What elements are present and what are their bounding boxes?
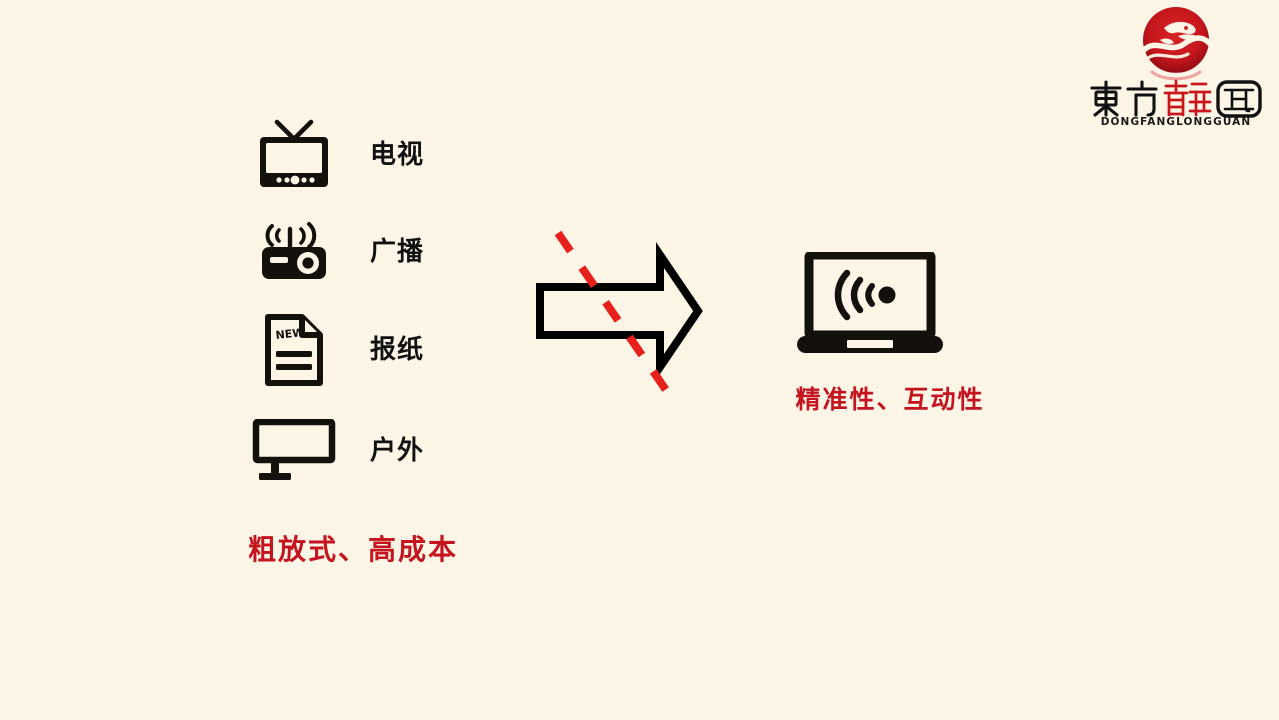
media-label-radio: 广播 <box>370 237 425 267</box>
radio-broadcast-icon <box>248 209 340 295</box>
dragon-circle-emblem-icon <box>1138 7 1214 81</box>
logo-pinyin-text: DONGFANGLONGGUAN <box>1100 116 1252 128</box>
right-arrow-outline-icon <box>536 241 703 381</box>
newspaper-icon: NEW <box>248 307 340 393</box>
digital-media-group: 精准性、互动性 <box>795 252 985 427</box>
media-label-television: 电视 <box>370 140 425 170</box>
newspaper-badge-text: NEW <box>275 326 305 342</box>
media-label-newspaper: 报纸 <box>370 335 425 365</box>
media-item-radio[interactable]: 广播 <box>248 209 488 295</box>
media-item-newspaper[interactable]: NEW 报纸 <box>248 307 488 393</box>
company-logo: DONGFANGLONGGUAN <box>1086 4 1266 132</box>
laptop-wireless-icon <box>797 252 943 353</box>
media-item-outdoor[interactable]: 户外 <box>248 408 488 494</box>
media-item-television[interactable]: 电视 <box>248 112 488 198</box>
media-label-outdoor: 户外 <box>370 436 425 466</box>
red-dashed-strikethrough-icon <box>554 230 672 396</box>
television-icon <box>248 112 340 198</box>
traditional-media-caption: 粗放式、高成本 <box>248 533 459 566</box>
digital-media-caption: 精准性、互动性 <box>795 385 985 414</box>
logo-wordmark-icon <box>1090 79 1262 118</box>
traditional-media-list: 电视 <box>248 112 488 512</box>
transition-arrow-group <box>520 215 720 410</box>
billboard-outdoor-icon <box>248 408 340 494</box>
